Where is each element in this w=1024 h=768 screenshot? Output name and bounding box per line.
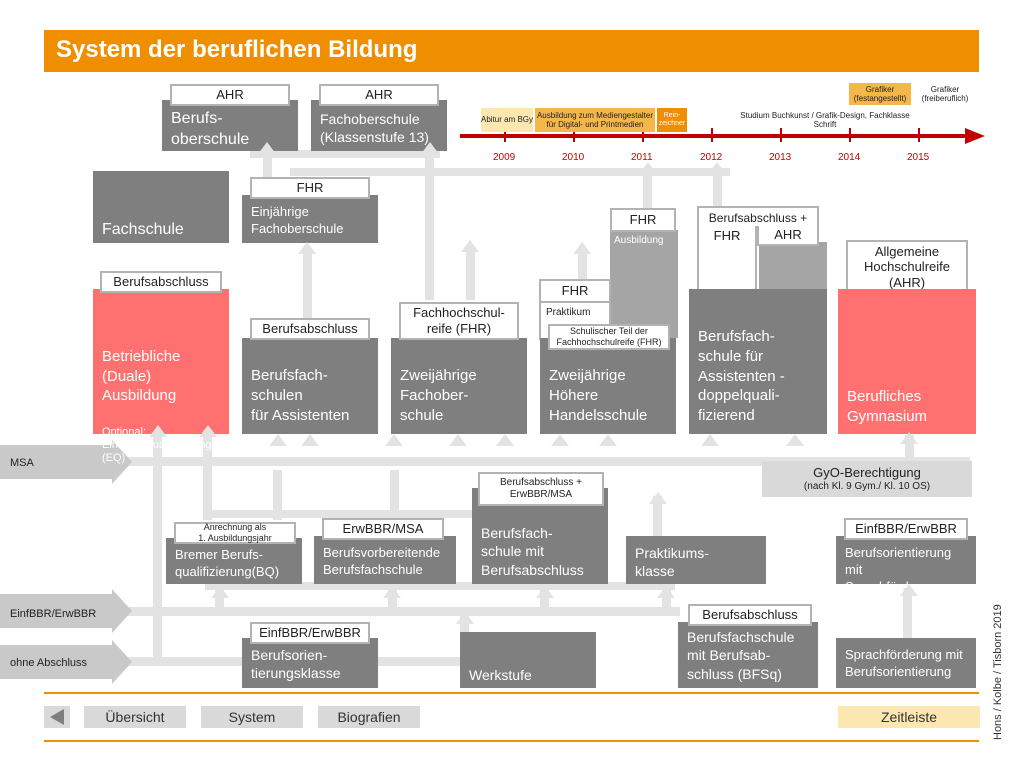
box-fachoberschule-13[interactable]: Fachoberschule (Klassenstufe 13): [311, 100, 447, 151]
timeline-event-abitur[interactable]: Abitur am BGy: [481, 108, 533, 132]
box-berufliches-gymnasium[interactable]: Berufliches Gymnasium: [838, 289, 976, 434]
label-fhr-ausbildung: FHR: [610, 208, 676, 232]
box-berufsvorbereitende-bfs[interactable]: Berufsvorbereitende Berufsfachschule: [314, 536, 456, 584]
box-ausbildung-stage[interactable]: Ausbildung: [610, 230, 678, 338]
label-einfbbr-erwbbr-top: EinfBBR/ErwBBR: [844, 518, 968, 540]
back-arrow-icon: [50, 709, 64, 725]
side-label-ohne-abschluss: ohne Abschluss: [10, 657, 88, 669]
box-sprachfoerderung-bo[interactable]: Sprachförderung mit Berufsorientierung: [836, 638, 976, 688]
label-berufsabschluss-bfs: Berufsabschluss: [250, 318, 370, 340]
box-bfs-assistenten[interactable]: Berufsfach- schulen für Assistenten: [242, 338, 378, 434]
label-ahr-doppel: AHR: [757, 226, 819, 246]
label-ahr-bos: AHR: [170, 84, 290, 106]
box-fachschule[interactable]: Fachschule: [93, 171, 229, 243]
box-bo-sprachfoerderung[interactable]: Berufsorientierung mit Sprachförderung: [836, 536, 976, 594]
timeline-event-studium[interactable]: Studium Buchkunst / Grafik-Design, Fachk…: [740, 110, 910, 129]
box-doppel-upper: [759, 242, 827, 292]
label-fhr-zweijaehrig: Fachhochschul- reife (FHR): [399, 302, 519, 340]
box-berufsorientierungsklasse[interactable]: Berufsorien- tierungsklasse: [242, 638, 378, 688]
nav-system[interactable]: System: [201, 706, 303, 728]
nav-divider-top: [44, 692, 979, 694]
side-label-msa: MSA: [10, 457, 34, 469]
label-einfbbr-erwbbr-bottom: EinfBBR/ErwBBR: [250, 622, 370, 644]
box-bremer-bq[interactable]: Bremer Berufs- qualifizierung(BQ): [166, 538, 302, 584]
timeline-year: 2011: [631, 152, 653, 163]
box-bfsq[interactable]: Berufsfachschule mit Berufsab- schluss (…: [678, 622, 818, 688]
betriebliche-optional: Optional: Einstiegsqualifizierung (EQ): [102, 425, 212, 465]
label-gyo-berechtigung: GyO-Berechtigung (nach Kl. 9 Gym./ Kl. 1…: [762, 461, 972, 497]
timeline-event-grafiker-fest[interactable]: Grafiker (festangestellt): [849, 83, 911, 105]
label-anrechnung: Anrechnung als 1. Ausbildungsjahr: [174, 522, 296, 544]
nav-divider-bottom: [44, 740, 979, 742]
label-berufsabschluss-betrieb: Berufsabschluss: [100, 271, 222, 293]
entry-arrows: [0, 440, 132, 684]
credit-text: Hons / Kolbe / Tisborn 2019: [992, 604, 1004, 740]
side-label-einfbbr: EinfBBR/ErwBBR: [10, 608, 97, 620]
box-werkstufe[interactable]: Werkstufe: [460, 632, 596, 688]
timeline-year: 2009: [493, 152, 516, 163]
timeline-year: 2012: [700, 152, 723, 163]
box-zweijaehrige-fachoberschule[interactable]: Zweijährige Fachober- schule: [391, 338, 527, 434]
label-berufsabschluss-plus: Berufsabschluss +: [697, 206, 819, 228]
nav-uebersicht[interactable]: Übersicht: [84, 706, 186, 728]
timeline-year: 2015: [907, 152, 930, 163]
timeline-event-grafiker-frei[interactable]: Grafiker (freiberuflich): [921, 84, 969, 103]
timeline-year: 2013: [769, 152, 792, 163]
timeline-year: 2014: [838, 152, 861, 163]
timeline-event-ausbildung[interactable]: Ausbildung zum Mediengestalter für Digit…: [535, 108, 655, 132]
nav-zeitleiste[interactable]: Zeitleiste: [838, 706, 980, 728]
gyo-title: GyO-Berechtigung: [813, 465, 921, 481]
label-allgemeine-hochschulreife: Allgemeine Hochschulreife (AHR): [846, 240, 968, 294]
label-fhr-einjaehrig: FHR: [250, 177, 370, 199]
back-button[interactable]: [44, 706, 70, 728]
betriebliche-title: Betriebliche (Duale) Ausbildung: [102, 347, 181, 405]
label-berufsabschluss-bfsq: Berufsabschluss: [688, 604, 812, 626]
gyo-subtitle: (nach Kl. 9 Gym./ Kl. 10 OS): [803, 480, 931, 492]
box-zweijaehrige-hhs[interactable]: Zweijährige Höhere Handelsschule: [540, 338, 676, 434]
box-praktikumsklasse[interactable]: Praktikums- klasse: [626, 536, 766, 584]
label-schulischer-teil: Schulischer Teil der Fachhochschulreife …: [548, 324, 670, 350]
box-bfs-doppelqualifizierend[interactable]: Berufsfach- schule für Assistenten - dop…: [689, 289, 827, 434]
timeline-year: 2010: [562, 152, 585, 163]
box-betriebliche-ausbildung[interactable]: Betriebliche (Duale) Ausbildung Optional…: [93, 289, 229, 464]
timeline-event-reinzeichner[interactable]: Rein-zeichner: [657, 108, 687, 132]
box-berufsoberschule[interactable]: Berufs- oberschule: [162, 100, 298, 151]
box-einjaehrige-fachoberschule[interactable]: Einjährige Fachoberschule: [242, 195, 378, 243]
label-ahr-fos13: AHR: [319, 84, 439, 106]
page-title: System der beruflichen Bildung: [56, 36, 418, 63]
nav-biografien[interactable]: Biografien: [318, 706, 420, 728]
title-bar: [44, 30, 979, 72]
label-fhr-praktikum: FHR: [539, 279, 611, 303]
label-erwbbr-msa: ErwBBR/MSA: [322, 518, 444, 540]
label-berufsabschluss-erwbbr: Berufsabschluss + ErwBBR/MSA: [478, 472, 604, 506]
